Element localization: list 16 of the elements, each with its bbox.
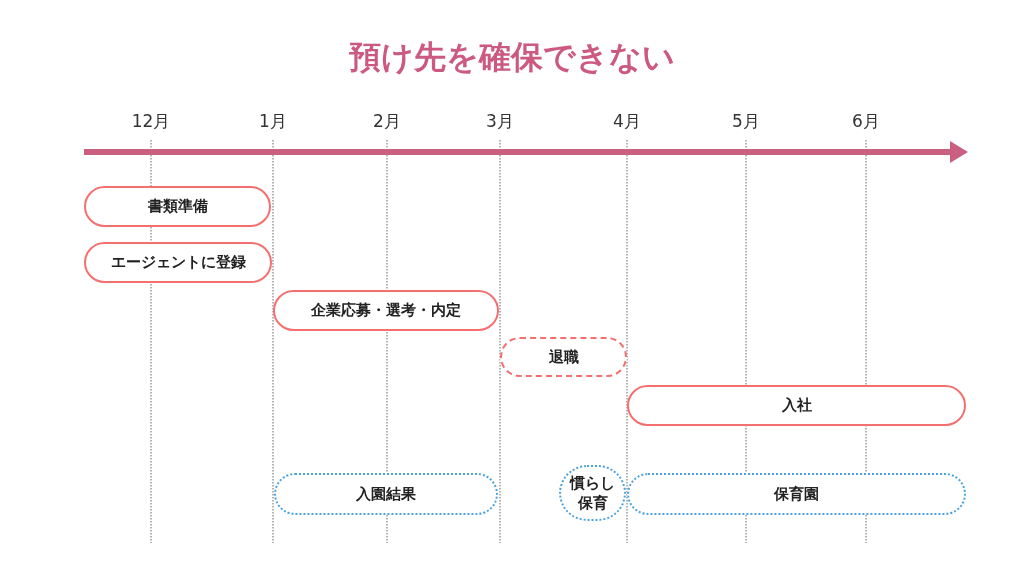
month-label: 3月 [485,110,515,133]
month-label: 2月 [372,110,402,133]
month-label: 1月 [258,110,288,133]
month-label: 6月 [851,110,881,133]
month-label: 5月 [731,110,761,133]
task-bar: 書類準備 [84,186,271,227]
chart-title: 預け先を確保できない [348,37,676,78]
task-bar: 保育園 [627,473,966,515]
task-bar: 慣らし保育 [559,465,626,521]
task-bar: 入園結果 [274,473,498,515]
task-bar: 企業応募・選考・内定 [273,290,499,331]
task-bar: 退職 [500,337,627,377]
month-label: 4月 [612,110,642,133]
task-bar: 入社 [627,385,966,426]
month-label: 12月 [130,110,172,133]
task-bar: エージェントに登録 [84,242,272,283]
